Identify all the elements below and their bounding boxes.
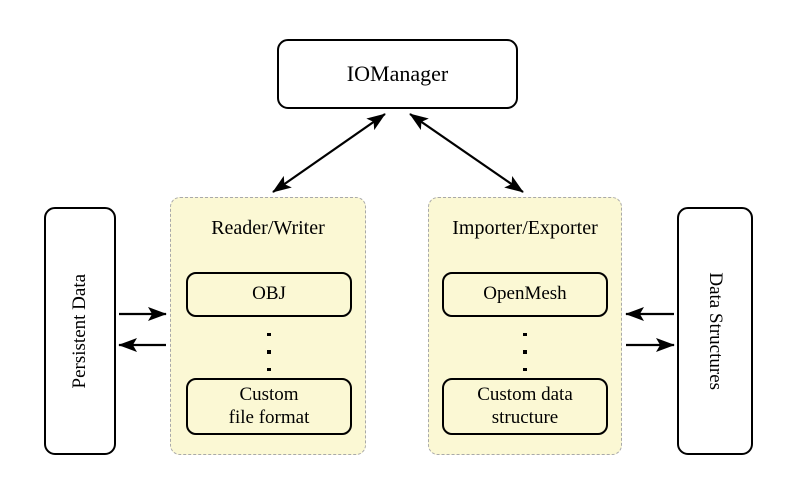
item-custom-file-format-line1: Custom [239, 383, 299, 405]
node-persistent-data[interactable]: Persistent Data [44, 207, 116, 455]
item-obj-label: OBJ [252, 283, 286, 305]
item-custom-file-format[interactable]: Custom file format [186, 378, 352, 435]
item-custom-file-format-line2: file format [228, 406, 310, 428]
item-openmesh[interactable]: OpenMesh [442, 272, 608, 317]
item-obj[interactable]: OBJ [186, 272, 352, 317]
node-data-structures[interactable]: Data Structures [677, 207, 753, 455]
panel-importer-exporter-title: Importer/Exporter [452, 217, 598, 239]
node-iomanager[interactable]: IOManager [277, 39, 518, 109]
ellipsis-importer-exporter [518, 333, 532, 371]
connector-manager-readerwriter [272, 113, 386, 193]
panel-reader-writer-title: Reader/Writer [211, 217, 325, 239]
node-iomanager-label: IOManager [346, 61, 449, 87]
connector-manager-importerexporter [409, 113, 524, 193]
item-custom-data-structure-line2: structure [491, 406, 559, 428]
node-persistent-data-label: Persistent Data [68, 273, 90, 389]
item-openmesh-label: OpenMesh [483, 283, 567, 305]
node-data-structures-label: Data Structures [705, 272, 727, 390]
item-custom-data-structure-line1: Custom data [477, 383, 573, 405]
item-custom-data-structure[interactable]: Custom data structure [442, 378, 608, 435]
ellipsis-reader-writer [262, 333, 276, 371]
